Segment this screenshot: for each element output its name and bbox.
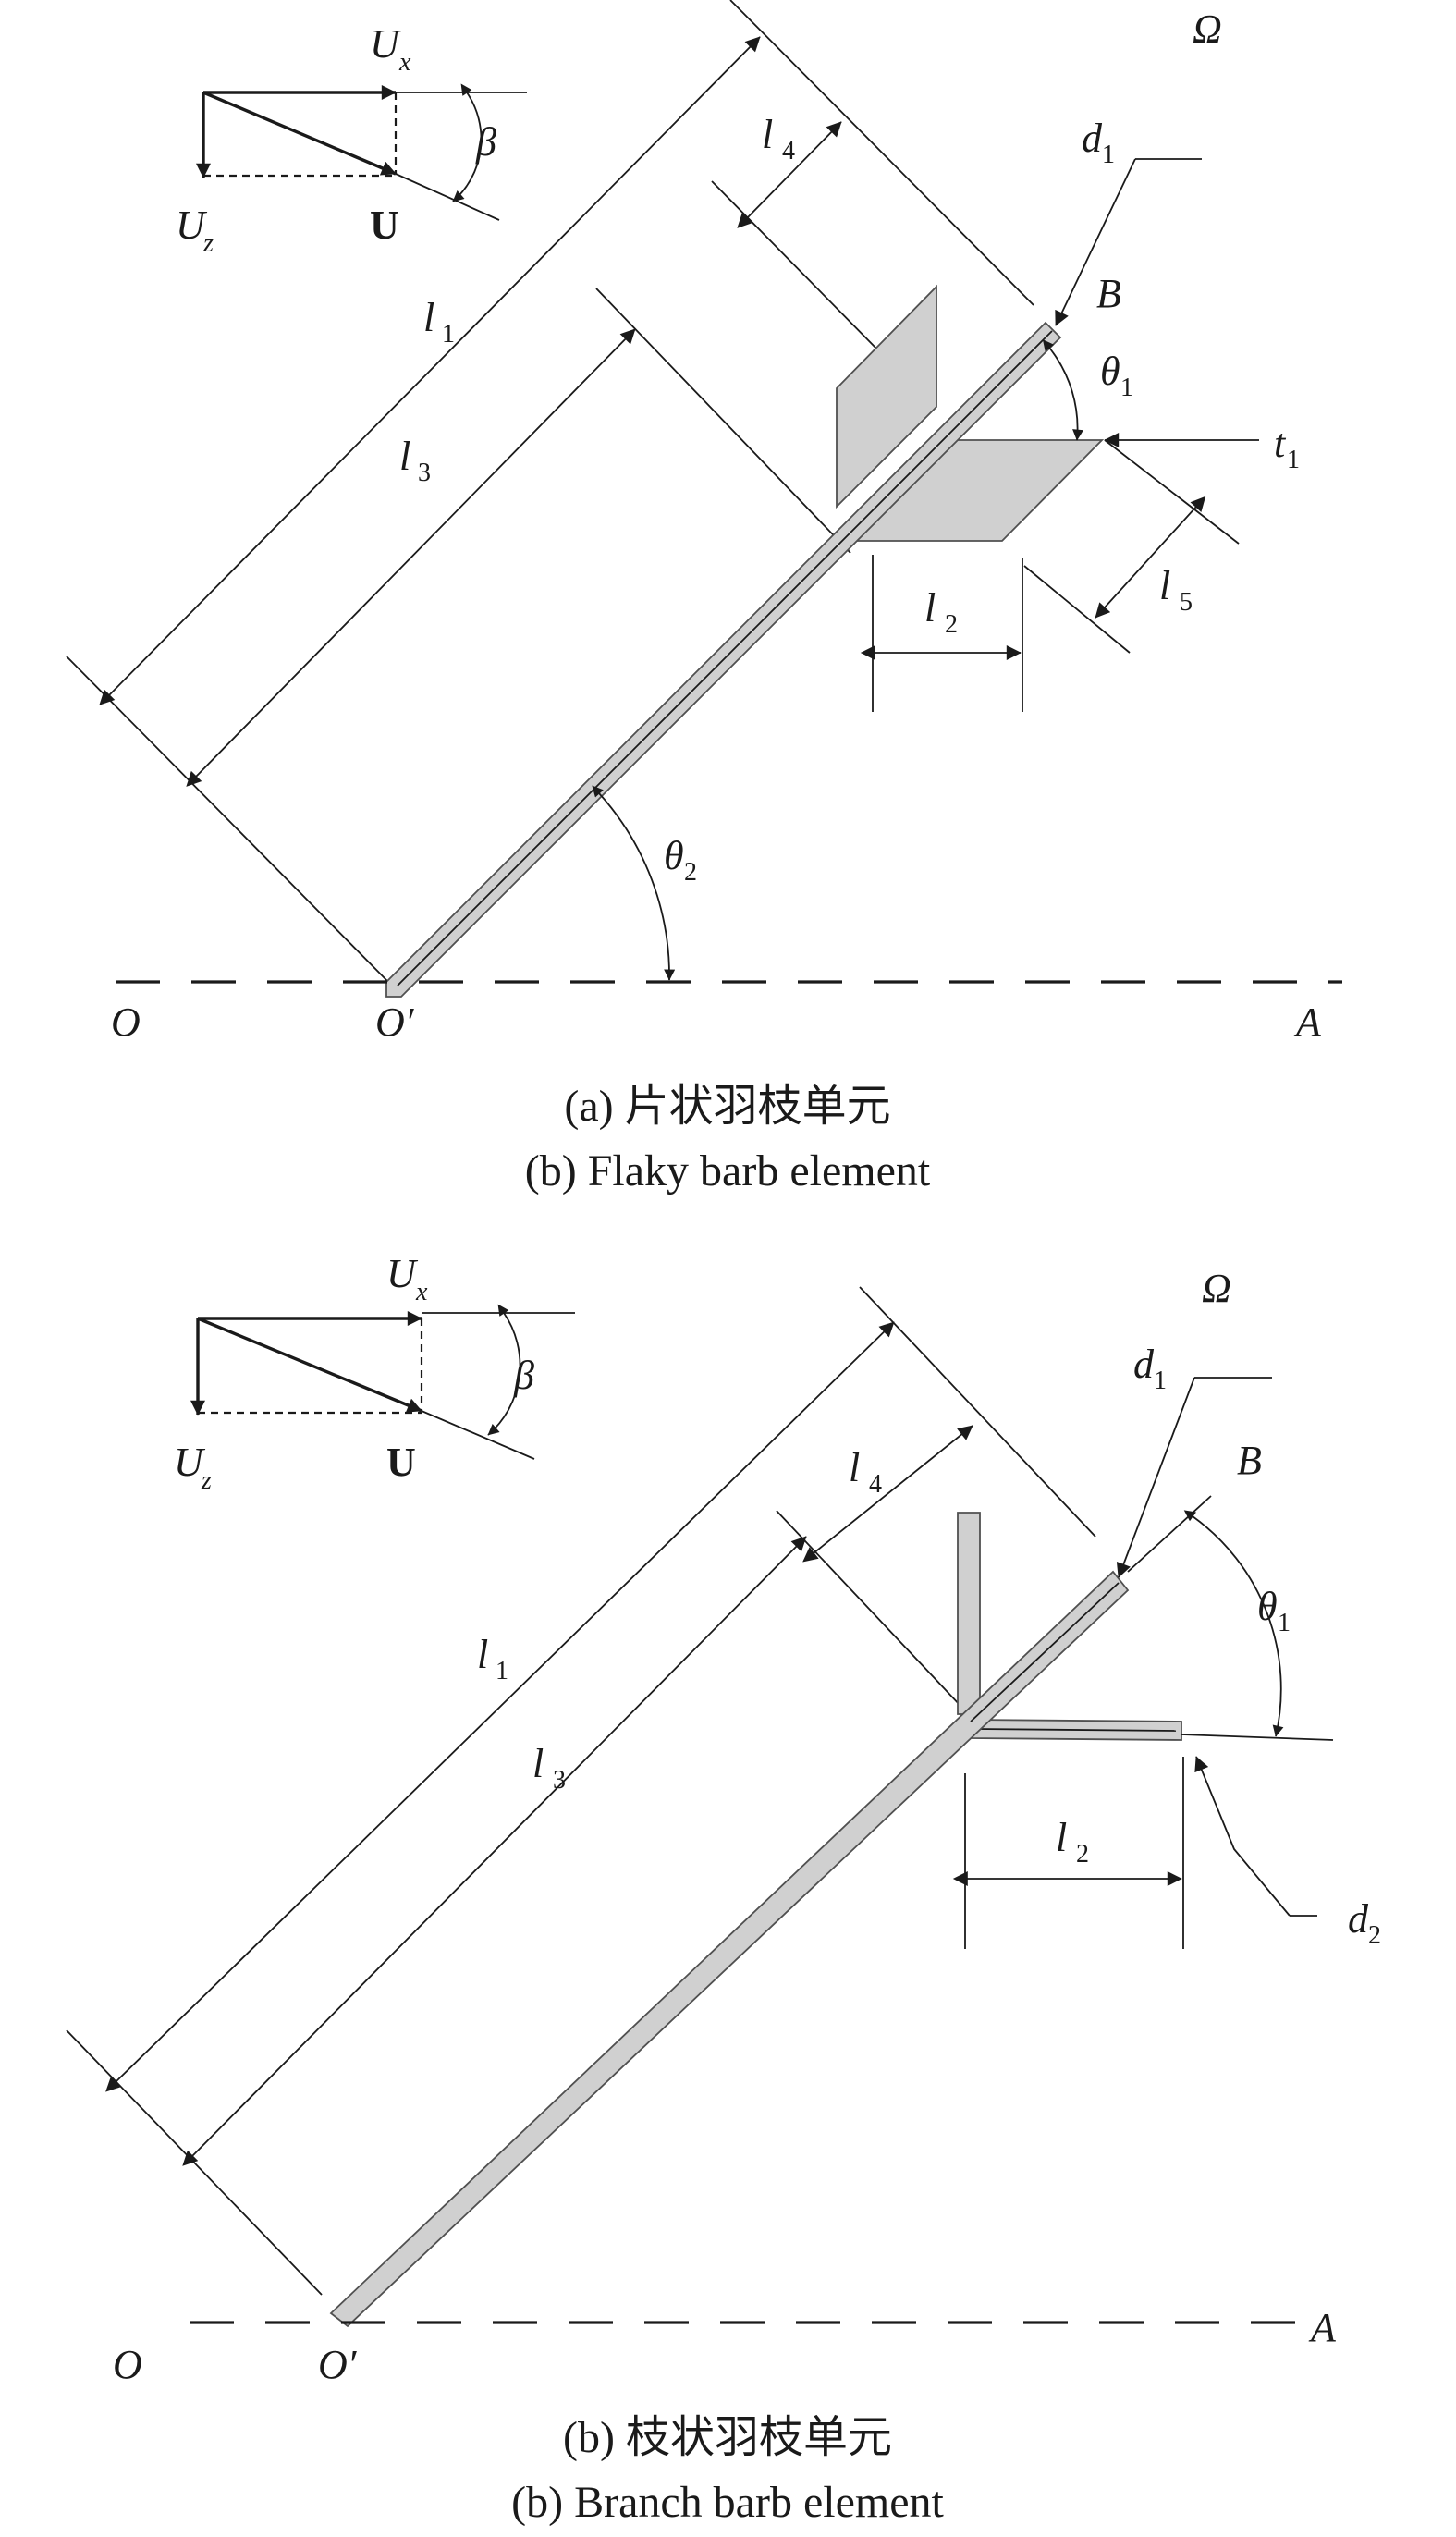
label-l5-sub: 5 — [1180, 588, 1193, 617]
beta-direction-line-b — [421, 1410, 535, 1460]
u-vector — [202, 91, 397, 176]
l5-extension-top — [1104, 439, 1240, 545]
d1-leader-arrow — [1055, 158, 1136, 326]
d2-leader-arrow — [1194, 1756, 1291, 1917]
l3-extension-top — [595, 288, 851, 554]
label-l2: l — [924, 585, 936, 631]
label-d1-sub: 1 — [1102, 141, 1115, 169]
label-l2-sub-b: 2 — [1076, 1840, 1089, 1869]
label-l1-sub: 1 — [442, 320, 455, 349]
caption-b-cn: (b) 枝状羽枝单元 — [563, 2413, 892, 2462]
b-direction-line — [1127, 1495, 1212, 1573]
label-theta2-sub: 2 — [684, 858, 697, 887]
panel-b: U x U z U β Ω l 1 l 3 l 4 d — [66, 1251, 1381, 2527]
caption-a-cn: (a) 片状羽枝单元 — [564, 1082, 890, 1131]
label-l2-b: l — [1056, 1815, 1067, 1860]
label-a: A — [1293, 999, 1322, 1045]
theta1-angle-arc-b — [1183, 1510, 1284, 1737]
l4-dimension-line — [737, 121, 842, 228]
branch-barb-horizontal-inner-line — [975, 1728, 1177, 1732]
l1-extension-top-b — [859, 1286, 1096, 1538]
d1-leader-arrow-b — [1116, 1377, 1195, 1578]
label-beta: β — [475, 119, 496, 165]
label-theta1: θ — [1100, 349, 1120, 394]
l3-dimension-line — [186, 328, 636, 787]
label-l4-b: l — [849, 1445, 860, 1490]
label-l3-sub-b: 3 — [553, 1766, 566, 1795]
label-l5: l — [1159, 563, 1170, 608]
barb-rod-a-inner-line — [397, 330, 1053, 987]
label-omega-b: Ω — [1202, 1266, 1231, 1311]
label-l1-sub-b: 1 — [496, 1657, 508, 1685]
label-l3: l — [399, 434, 410, 479]
label-theta1-sub-b: 1 — [1278, 1609, 1291, 1637]
label-omega: Ω — [1193, 6, 1222, 52]
l5-extension-bottom — [1023, 565, 1131, 654]
label-l3-sub: 3 — [418, 459, 431, 487]
label-l2-sub: 2 — [945, 610, 958, 639]
l1-extension-bottom-b — [66, 2029, 323, 2296]
label-theta2: θ — [664, 833, 684, 878]
theta2-angle-arc — [592, 785, 676, 981]
label-ux-sub-b: x — [415, 1278, 428, 1306]
a-reference-line-b — [1181, 1734, 1334, 1741]
caption-b-en: (b) Branch barb element — [511, 2478, 944, 2527]
label-l4-sub-b: 4 — [869, 1470, 882, 1499]
label-d1-sub-b: 1 — [1154, 1367, 1167, 1395]
label-b: B — [1096, 271, 1121, 316]
label-o: O — [111, 999, 141, 1045]
l1-dimension-line-b — [105, 1321, 895, 2092]
label-uz-sub: z — [202, 229, 214, 258]
label-ux-b: U — [386, 1251, 419, 1296]
label-o-prime: O′ — [375, 999, 415, 1045]
label-l4: l — [762, 112, 773, 157]
branch-barb-vertical — [957, 1512, 981, 1715]
l1-extension-top — [729, 0, 1034, 306]
label-ux: U — [370, 21, 402, 67]
l5-dimension-line — [1095, 496, 1206, 619]
l4-extension-b — [776, 1510, 962, 1708]
barb-rod-b-inner-line — [970, 1582, 1120, 1722]
label-l1: l — [423, 295, 434, 340]
panel-a: U x U z U β Ω l 1 l 3 l 4 d 1 B — [66, 0, 1342, 1195]
label-uz-sub-b: z — [201, 1466, 212, 1495]
label-l3-b: l — [532, 1741, 544, 1786]
label-l4-sub: 4 — [782, 137, 795, 165]
label-a-b: A — [1308, 2305, 1337, 2350]
label-l1-b: l — [477, 1632, 488, 1677]
flaky-plate-upper — [836, 284, 937, 509]
label-o-b: O — [113, 2342, 142, 2387]
l1-dimension-line — [99, 36, 761, 705]
label-d2-sub: 2 — [1368, 1921, 1381, 1950]
label-b-b: B — [1237, 1438, 1262, 1483]
label-t1: t — [1274, 421, 1287, 466]
label-d1: d — [1082, 116, 1103, 161]
l3-dimension-line-b — [182, 1536, 807, 2166]
barb-rod-b — [329, 1570, 1130, 2328]
label-theta1-sub: 1 — [1120, 374, 1133, 402]
label-u-b: U — [386, 1440, 416, 1485]
l4-dimension-line-b — [802, 1425, 973, 1563]
label-u: U — [370, 202, 399, 248]
l1-extension-bottom — [66, 656, 389, 983]
u-vector-b — [197, 1317, 422, 1413]
label-beta-b: β — [513, 1353, 534, 1398]
label-d1-b: d — [1133, 1342, 1155, 1387]
label-theta1-b: θ — [1257, 1584, 1278, 1629]
caption-a-en: (b) Flaky barb element — [525, 1146, 931, 1195]
label-ux-sub: x — [398, 48, 411, 77]
theta1-angle-arc — [1042, 339, 1084, 441]
beta-direction-line — [395, 173, 500, 221]
label-t1-sub: 1 — [1287, 446, 1300, 474]
label-o-prime-b: O′ — [318, 2342, 358, 2387]
label-d2: d — [1348, 1896, 1369, 1942]
